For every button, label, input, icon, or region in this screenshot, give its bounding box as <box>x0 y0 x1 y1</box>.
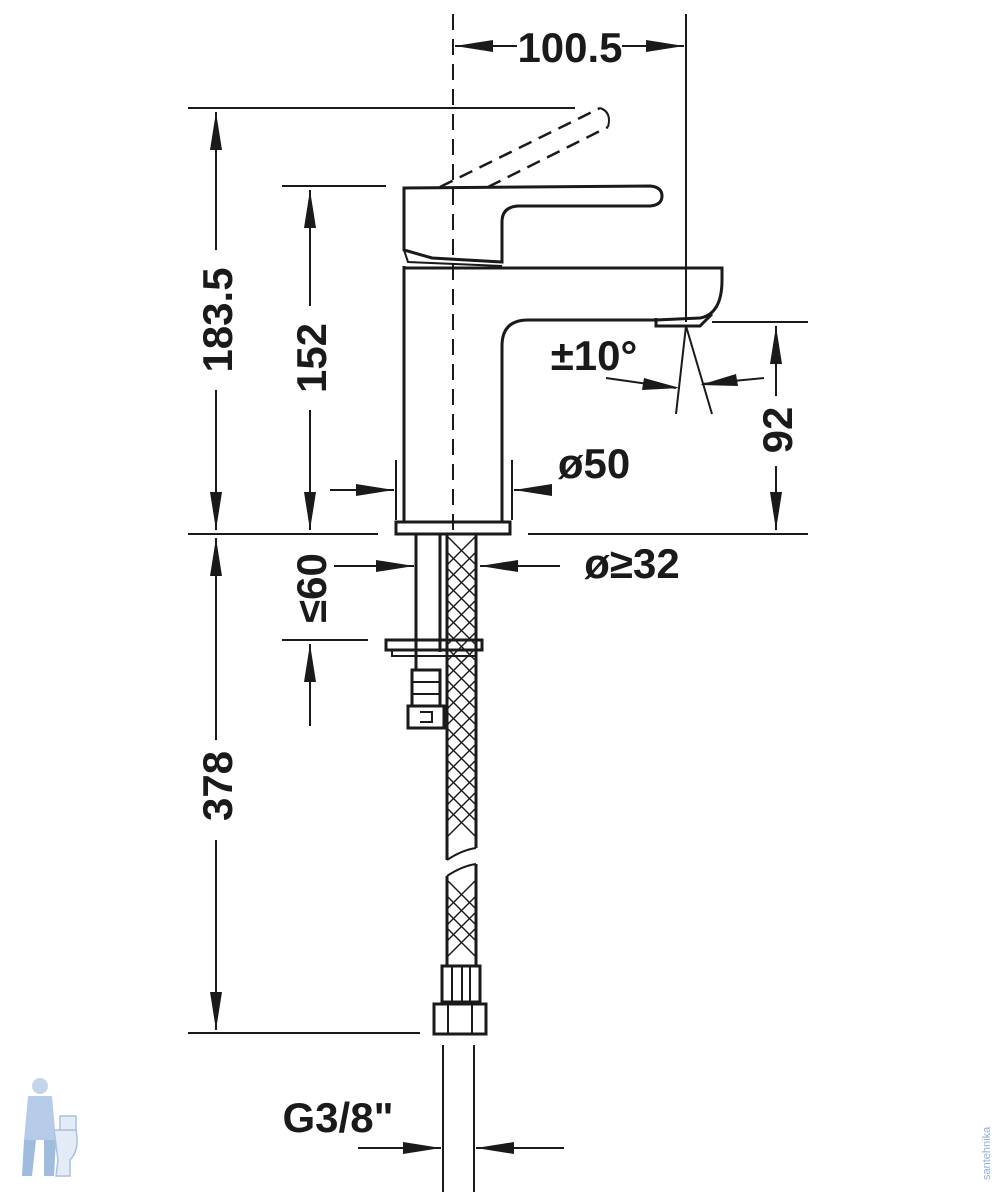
thread-arrow-right <box>476 1142 514 1154</box>
faucet-body <box>394 106 724 536</box>
lever-raised-lower <box>487 125 609 189</box>
angle-line-right <box>685 325 713 415</box>
hose-length-label: 378 <box>194 751 241 821</box>
dimension-labels: 100.5 183.5 152 92 ±10° ø50 ø≥32 ≤60 378… <box>194 24 801 1141</box>
base-plate <box>394 520 512 536</box>
hose-connector-upper <box>440 964 482 1004</box>
spout-aerator <box>654 312 714 328</box>
reach-arrow-left <box>455 40 493 52</box>
angle-label: ±10° <box>551 332 638 379</box>
braided-hose <box>445 534 478 966</box>
lever-base-edge <box>403 249 503 267</box>
spout-reach-label: 100.5 <box>517 24 622 71</box>
angle-arrow-right <box>700 374 738 386</box>
side-watermark-text: santehnika <box>981 1126 993 1180</box>
body-height-arrow-top <box>304 190 316 228</box>
dimension-lines <box>210 40 782 1154</box>
base-arrow-left <box>356 484 394 496</box>
hose-length-arrow-bottom <box>210 992 222 1030</box>
hole-arrow-left <box>376 560 414 572</box>
lever-raised-tip <box>599 107 610 128</box>
spout-height-arrow-top <box>770 326 782 364</box>
hose-length-arrow-top <box>210 538 222 576</box>
base-arrow-right <box>514 484 552 496</box>
fixing-nut-lower <box>406 704 446 730</box>
max-thickness-label: ≤60 <box>288 553 335 623</box>
fixing-nut-lines <box>412 681 440 695</box>
extension-lines <box>188 14 808 1192</box>
hose-nut-facets <box>447 1004 473 1034</box>
fixing-nut-upper <box>410 668 442 708</box>
angle-arrow-left <box>642 378 680 390</box>
hoses-and-fixing <box>384 534 488 1036</box>
plumber-toilet-icon <box>22 1078 78 1177</box>
thread-label: G3/8" <box>283 1094 394 1141</box>
clamp-washer <box>391 649 477 657</box>
thickness-arrow-bottom <box>304 644 316 682</box>
fixing-nut-slot <box>420 711 433 723</box>
spout-height-label: 92 <box>754 407 801 454</box>
faucet-body-outline <box>402 266 724 524</box>
spout-height-arrow-bottom <box>770 492 782 530</box>
reach-arrow-right <box>646 40 684 52</box>
lever-handle <box>402 184 664 264</box>
thread-arrow-left <box>403 1142 441 1154</box>
hole-arrow-right <box>480 560 518 572</box>
angle-line-left <box>675 325 687 415</box>
hose-nut <box>432 1002 488 1036</box>
hose-connector-lines <box>451 966 471 1002</box>
total-height-arrow-bottom <box>210 492 222 530</box>
hole-diameter-label: ø≥32 <box>584 540 679 587</box>
lever-raised-upper <box>439 106 601 189</box>
total-height-arrow-top <box>210 112 222 150</box>
body-height-label: 152 <box>288 323 335 393</box>
total-height-label: 183.5 <box>194 267 241 372</box>
base-diameter-label: ø50 <box>558 440 630 487</box>
clamp-plate <box>384 638 484 652</box>
